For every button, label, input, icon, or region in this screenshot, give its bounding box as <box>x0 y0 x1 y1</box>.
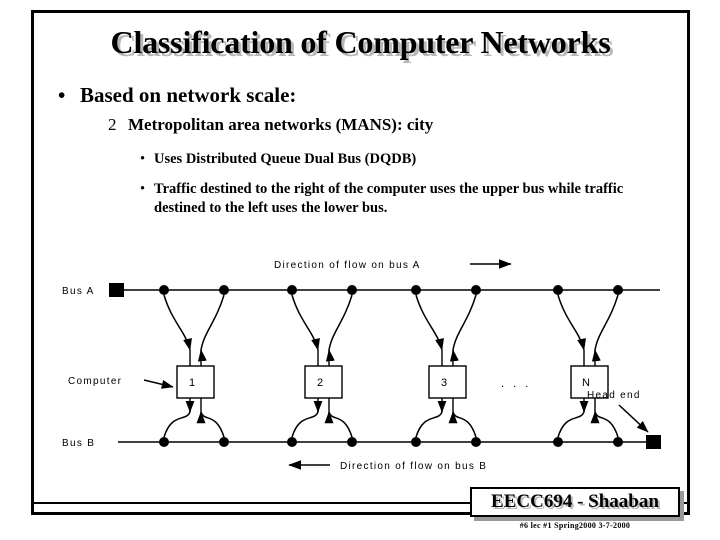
computer-callout-arrow-icon <box>143 379 174 389</box>
tap-dot <box>553 285 563 295</box>
node-group-3: 3 <box>411 285 481 447</box>
bullet-level2: 2 Metropolitan area networks (MANS): city <box>108 114 668 136</box>
link-busb-left <box>291 411 319 438</box>
link-busb-left <box>415 411 443 438</box>
tap-dot <box>553 437 563 447</box>
head-end-callout-label: Head end <box>587 390 641 401</box>
page-title: Classification of Computer Networks <box>31 22 690 62</box>
head-end-callout: Head end <box>587 390 649 433</box>
bus-b-line <box>118 435 661 449</box>
bullet-level3-text-1: Traffic destined to the right of the com… <box>154 181 624 216</box>
tap-dot <box>287 437 297 447</box>
link-busa-out-curve <box>452 294 477 351</box>
bullet-marker-level3-0: • <box>140 151 146 167</box>
link-busa-out-curve <box>594 294 619 351</box>
ellipsis-label: . . . <box>501 378 531 390</box>
link-busa-in <box>557 294 586 351</box>
tap-dot <box>411 437 421 447</box>
slide-border-frame <box>31 10 690 515</box>
computer-box-label-2: 2 <box>317 377 323 389</box>
bus-a-terminator <box>109 283 124 297</box>
link-busa-out-curve <box>200 294 225 351</box>
link-busb-left <box>163 411 191 438</box>
link-busb-right-curve <box>594 411 619 438</box>
computer-box-label-n: N <box>582 377 590 389</box>
computer-box-label-1: 1 <box>189 377 195 389</box>
node-group-n: N <box>553 285 623 447</box>
footer-divider-line <box>31 502 690 504</box>
tap-dot <box>471 437 481 447</box>
computer-box-n[interactable] <box>570 365 609 399</box>
tap-dot <box>347 285 357 295</box>
tap-dot <box>613 437 623 447</box>
computer-box-2[interactable] <box>304 365 343 399</box>
bullet-level1-text: Based on network scale: <box>80 83 297 107</box>
link-busa-in <box>415 294 444 351</box>
flow-direction-b: Direction of flow on bus B <box>288 460 487 472</box>
computer-box-3[interactable] <box>428 365 467 399</box>
tap-dot <box>287 285 297 295</box>
dqdb-network-diagram: Bus A Bus B Direction of flow on bus A D… <box>46 250 676 485</box>
tap-dot <box>471 285 481 295</box>
head-end-callout-arrow-icon <box>618 404 649 433</box>
node-group-2: 2 <box>287 285 357 447</box>
link-busa-in <box>291 294 320 351</box>
tap-dot <box>613 285 623 295</box>
link-busa-out-curve <box>328 294 353 351</box>
bullet-marker-level1: • <box>58 83 66 107</box>
bus-a-label: Bus A <box>62 286 95 297</box>
tap-dot <box>159 285 169 295</box>
flow-a-label: Direction of flow on bus A <box>274 260 421 271</box>
link-busb-right-curve <box>200 411 225 438</box>
bullet-marker-level2: 2 <box>108 115 117 134</box>
tap-dot <box>411 285 421 295</box>
bus-a-line <box>109 283 660 297</box>
link-busb-right-curve <box>452 411 477 438</box>
computer-callout: Computer <box>68 376 174 389</box>
bullet-level3-item-1: • Traffic destined to the right of the co… <box>140 180 675 218</box>
computer-box-1[interactable] <box>176 365 215 399</box>
link-busa-in <box>163 294 192 351</box>
bus-b-label: Bus B <box>62 438 95 449</box>
course-badge-label: EECC694 - Shaaban <box>491 491 659 512</box>
node-group-1: 1 <box>159 285 229 447</box>
bullet-level1: • Based on network scale: <box>58 82 658 108</box>
link-busb-left <box>557 411 585 438</box>
head-end-terminator <box>646 435 661 449</box>
bullet-marker-level3-1: • <box>140 181 146 197</box>
page-title-text: Classification of Computer Networks <box>110 24 611 60</box>
bullet-level3-text-0: Uses Distributed Queue Dual Bus (DQDB) <box>154 151 417 167</box>
tap-dot <box>159 437 169 447</box>
computer-box-label-3: 3 <box>441 377 447 389</box>
footer-note: #6 lec #1 Spring2000 3-7-2000 <box>519 521 631 530</box>
computer-callout-label: Computer <box>68 376 122 387</box>
flow-direction-a: Direction of flow on bus A <box>274 259 512 271</box>
tap-dot <box>219 437 229 447</box>
flow-b-label: Direction of flow on bus B <box>340 461 487 472</box>
tap-dot <box>219 285 229 295</box>
bullet-level3-item-0: • Uses Distributed Queue Dual Bus (DQDB) <box>140 150 670 169</box>
course-badge: EECC694 - Shaaban <box>470 487 680 517</box>
bullet-level2-text: Metropolitan area networks (MANS): city <box>128 115 434 134</box>
tap-dot <box>347 437 357 447</box>
link-busb-right-curve <box>328 411 353 438</box>
